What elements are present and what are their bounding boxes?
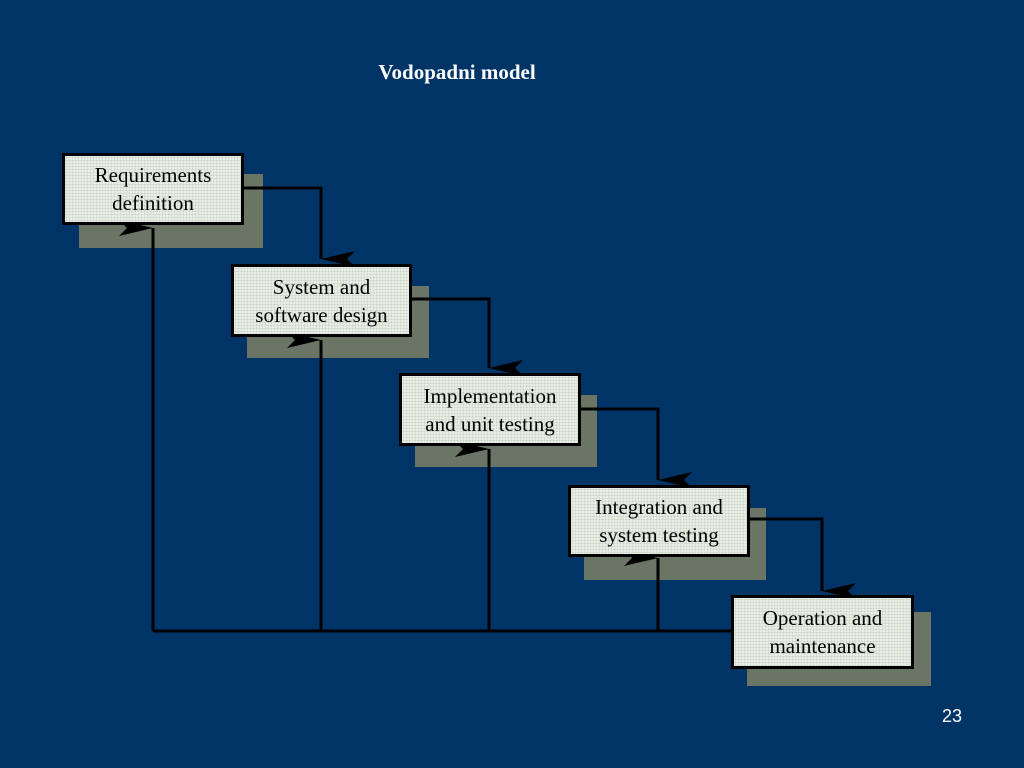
stage-label-line1: Operation and [762,606,883,630]
stage-label-line1: Implementation [423,383,557,408]
stage-implementation-unit-testing: Implementation and unit testing [399,373,581,446]
stage-requirements-definition: Requirements definition [62,153,244,225]
stage-operation-maintenance: Operation and maintenance [731,595,914,669]
stage-system-software-design: System and software design [231,264,412,337]
page-number: 23 [941,706,962,726]
stage-label-line2: definition [112,191,194,215]
slide-title: Vodopadni model [378,60,536,84]
stage-label-line1: Integration and [595,495,723,519]
stage-label-line2: and unit testing [425,411,555,436]
stage-integration-system-testing: Integration and system testing [568,485,750,557]
stage-label-line1: System and [272,274,371,299]
stage-label-line1: Requirements [94,163,212,187]
arrow-integration-to-operation [749,517,856,599]
arrow-design-to-implementation [411,297,523,376]
arrow-implementation-to-integration [580,407,692,488]
stage-label-line2: software design [255,302,388,327]
stage-label-line2: system testing [599,523,719,547]
arrow-requirements-to-design [243,186,355,267]
stage-label-line2: maintenance [769,634,876,658]
